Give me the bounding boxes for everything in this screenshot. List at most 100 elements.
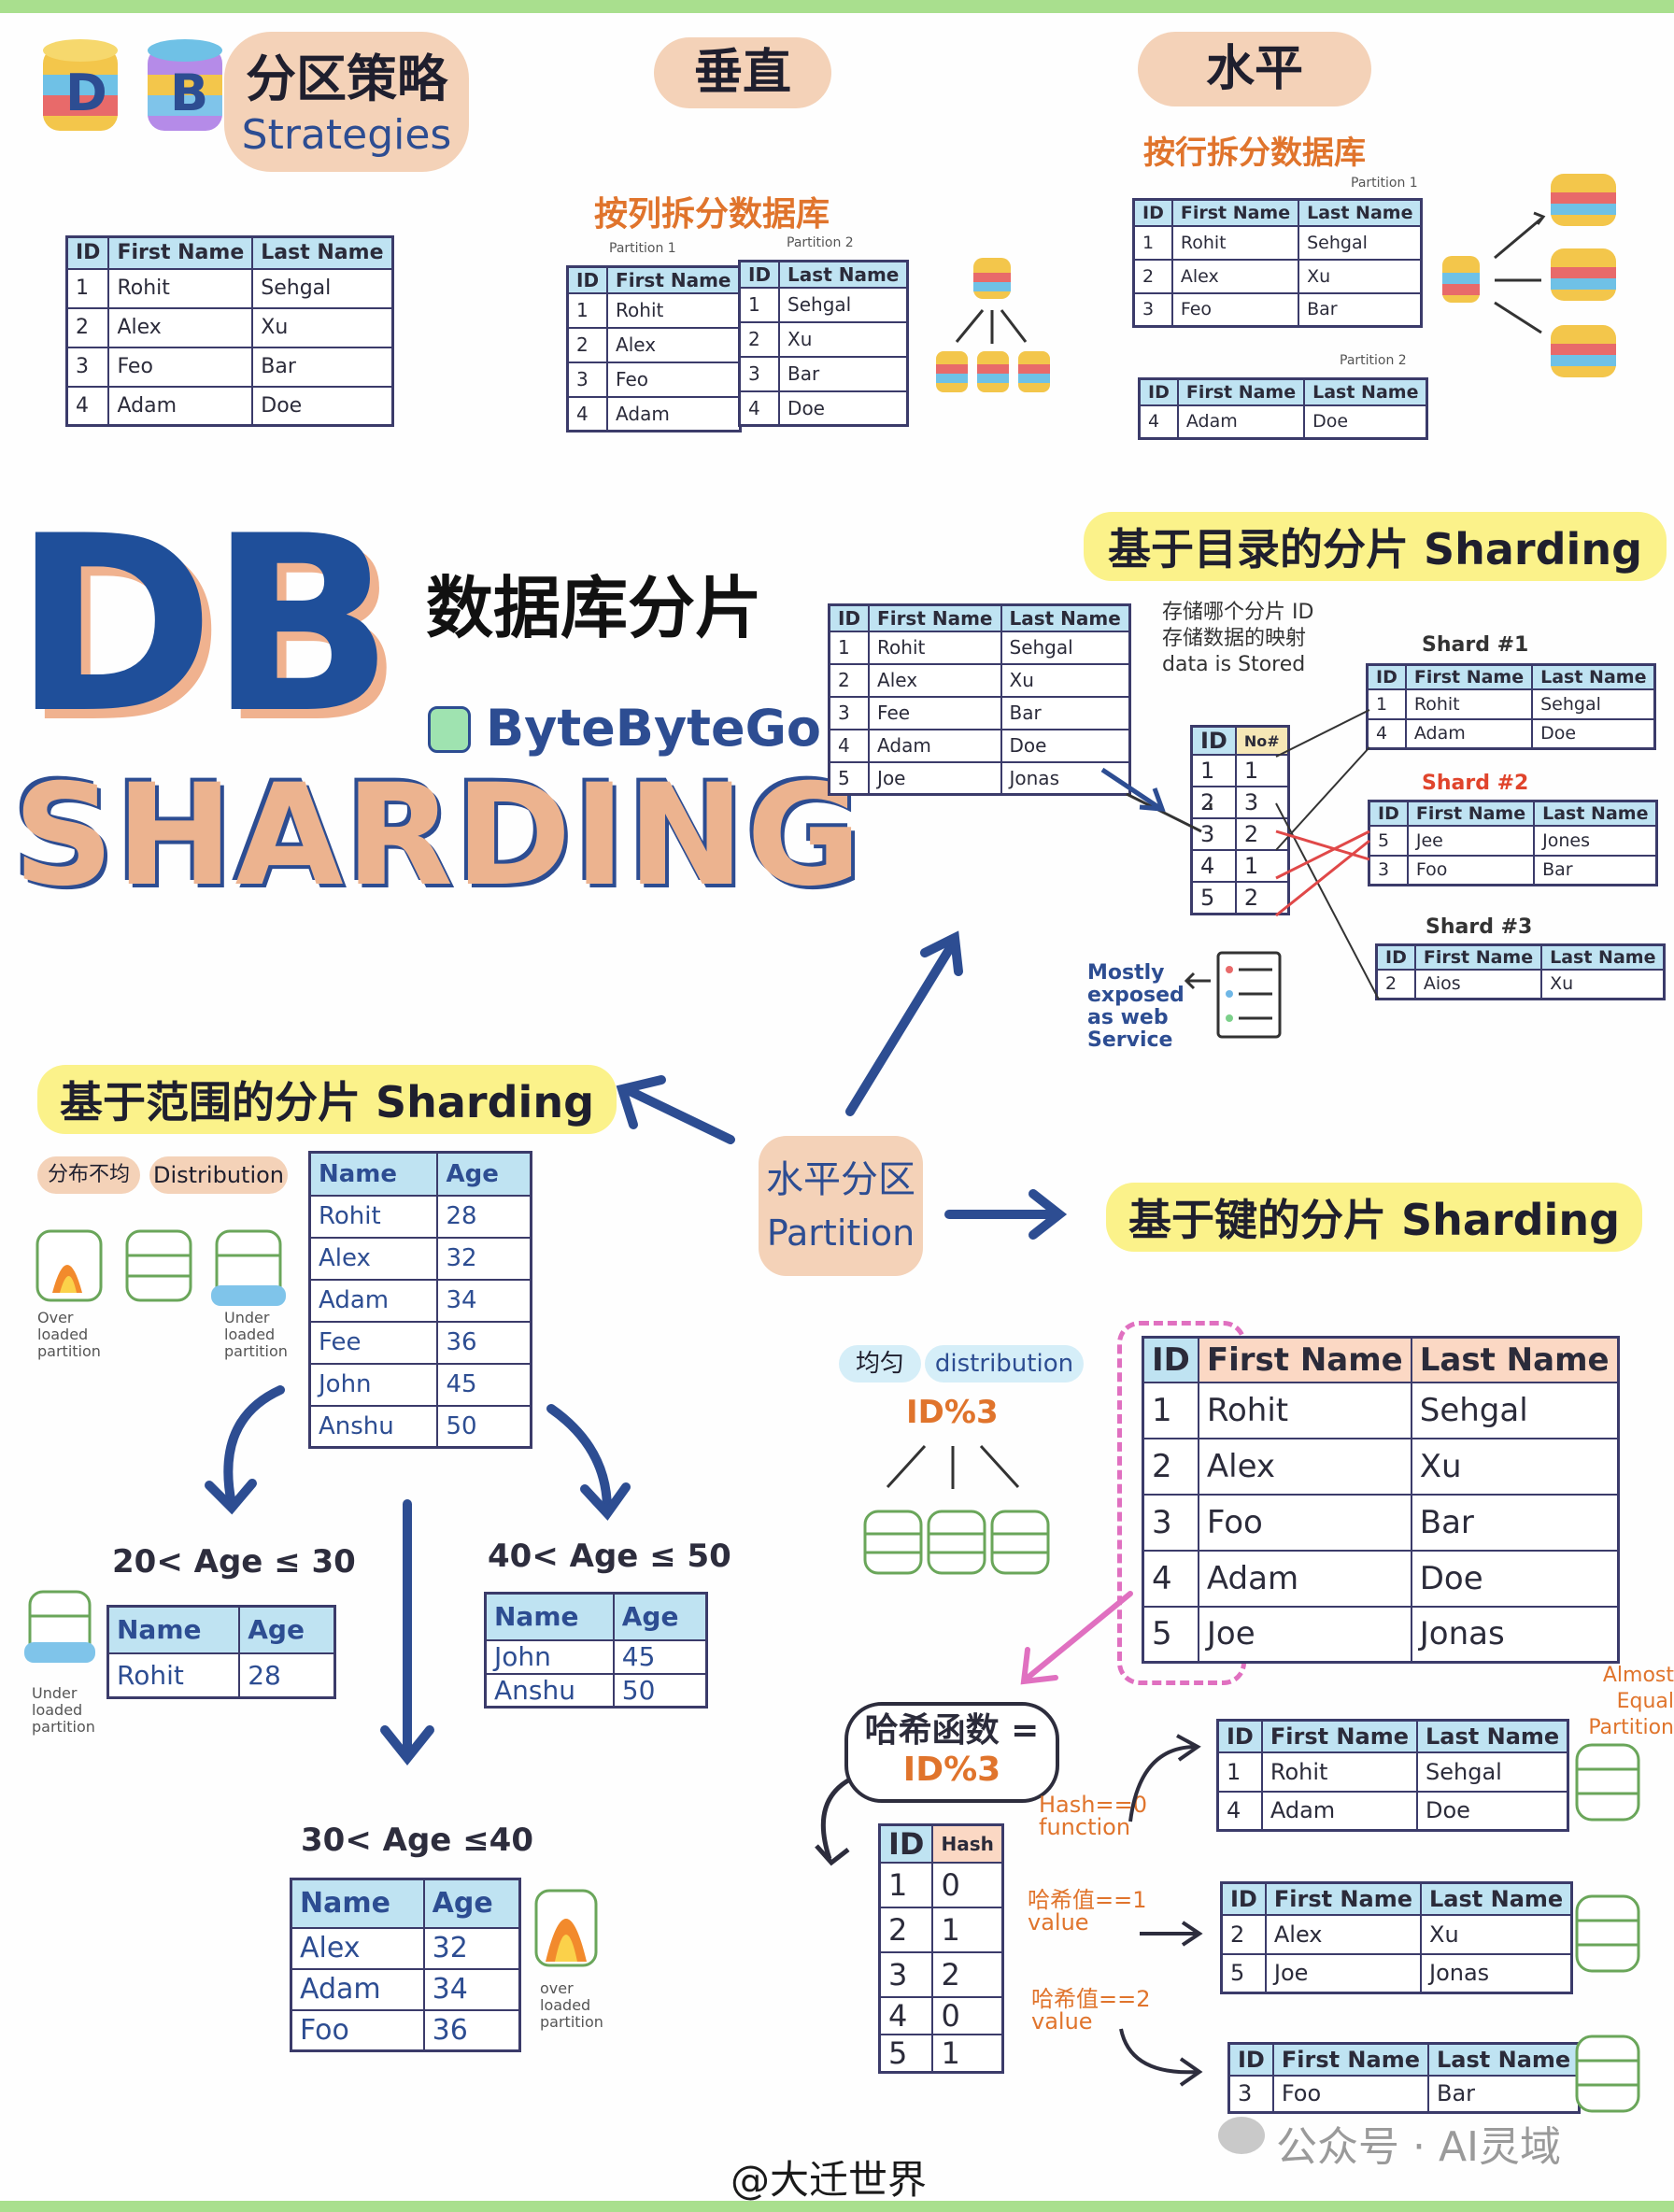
cell: 32: [422, 1926, 521, 1970]
cell: Adam: [107, 385, 254, 427]
cell: 1: [1234, 754, 1290, 787]
note-line: Under: [32, 1684, 78, 1702]
col-header: Last Name: [1416, 1719, 1569, 1753]
cell: Joe: [868, 760, 1002, 796]
cell: Aios: [1413, 968, 1543, 1000]
col-header: Last Name: [1427, 2042, 1581, 2077]
col-header: ID: [1216, 1719, 1263, 1753]
cell: 3: [1142, 1493, 1199, 1552]
cell: 2: [566, 326, 609, 363]
range-db-icons: [35, 1229, 286, 1306]
hash2-label: 哈希值==2 value: [1031, 1988, 1151, 2033]
cell: 3: [1132, 291, 1173, 328]
cell: 0: [931, 1996, 1004, 2035]
col-header: Last Name: [251, 235, 393, 270]
web-note-line: exposed: [1087, 984, 1185, 1007]
strategies-pill: 分区策略 Strategies: [224, 32, 469, 172]
cell: 3: [566, 361, 609, 398]
cell: Bar: [1533, 854, 1658, 886]
col-header: Last Name: [1420, 1881, 1573, 1916]
directory-note: 存储哪个分片 ID 存储数据的映射 data is Stored: [1162, 600, 1313, 678]
cell: 4: [738, 390, 781, 427]
cell: Jonas: [1000, 760, 1131, 796]
cell: 1: [738, 286, 781, 323]
key-tag-en: distribution: [925, 1345, 1084, 1382]
directory-map-lines: [1126, 709, 1380, 1000]
col-header: Age: [612, 1592, 708, 1641]
cell: 34: [422, 1967, 521, 2011]
cell: 0: [931, 1862, 1004, 1908]
hash-curve-arrow: [815, 1778, 850, 1866]
horizontal-p1-label: Partition 1: [1351, 176, 1418, 191]
col-header: ID: [738, 260, 781, 289]
hash-title-line2: ID%3: [902, 1751, 1001, 1789]
under-loaded-note-2: Under loaded partition: [32, 1685, 95, 1736]
cell: 1: [828, 630, 871, 665]
note-line: loaded: [224, 1326, 276, 1343]
cell: 5: [1190, 881, 1237, 915]
note-line: over: [540, 1979, 574, 1997]
cell: 3: [1368, 854, 1409, 886]
cell: Adam: [1197, 1549, 1412, 1608]
cell: Adam: [868, 728, 1002, 763]
range-tag-en: Distribution: [149, 1156, 288, 1194]
range-g1-label: 20< Age ≤ 30: [112, 1543, 356, 1581]
web-service-note: Mostly exposed as web Service: [1087, 962, 1185, 1052]
cell: Doe: [1410, 1549, 1620, 1608]
cell: 3: [878, 1951, 934, 1998]
cell: 4: [566, 395, 609, 432]
key-title: 基于键的分片 Sharding: [1106, 1183, 1642, 1252]
top-border: [0, 0, 1674, 13]
cell: Sehgal: [251, 267, 393, 309]
cell: Adam: [290, 1967, 425, 2011]
over-loaded-note-2: over loaded partition: [540, 1980, 603, 2031]
cell: Joe: [1264, 1952, 1423, 1994]
cell: 1: [1132, 224, 1173, 261]
col-header: Last Name: [1000, 603, 1131, 632]
partition-arrows: [616, 930, 963, 1144]
cell: 5: [1142, 1605, 1199, 1664]
cell: 2: [931, 1951, 1004, 1998]
cell: Foo: [1197, 1493, 1412, 1552]
hash-label-line: value: [1031, 2008, 1093, 2035]
col-header: ID: [1368, 800, 1409, 827]
note-line: Over: [37, 1309, 74, 1326]
col-header: First Name: [1404, 663, 1534, 690]
cell: Rohit: [1197, 1381, 1412, 1439]
cell: 3: [738, 355, 781, 392]
cell: 32: [436, 1236, 532, 1281]
note-line: partition: [224, 1342, 288, 1360]
cell: 3: [1234, 786, 1290, 819]
directory-note-line: 存储数据的映射: [1162, 627, 1307, 650]
col-header: ID: [65, 235, 110, 270]
col-header: Name: [308, 1151, 439, 1197]
bytebytego-logo-icon: [428, 706, 471, 753]
cell: 2: [1132, 258, 1173, 294]
cell: Sehgal: [1410, 1381, 1620, 1439]
cell: 34: [436, 1278, 532, 1323]
cell: 36: [436, 1320, 532, 1365]
hero-title-cn: 数据库分片: [426, 569, 763, 647]
pink-arrow-icon: [1020, 1591, 1133, 1685]
cell: Bar: [251, 346, 393, 388]
cell: Adam: [308, 1278, 439, 1323]
cell: Rohit: [308, 1194, 439, 1239]
vertical-title: 按列拆分数据库: [594, 195, 830, 234]
vertical-p2-label: Partition 2: [787, 235, 854, 250]
cell: Foo: [1271, 2074, 1430, 2114]
cell: Sehgal: [1416, 1751, 1569, 1793]
range-split-arrows: [205, 1385, 631, 1766]
note-line: loaded: [37, 1326, 89, 1343]
col-header: Last Name: [1540, 943, 1666, 971]
footer-credit: @大迁世界: [731, 2157, 928, 2203]
cell: 50: [612, 1672, 708, 1709]
cell: Jee: [1406, 824, 1536, 857]
cell: Anshu: [308, 1404, 439, 1449]
partition-en: Partition: [766, 1212, 915, 1254]
